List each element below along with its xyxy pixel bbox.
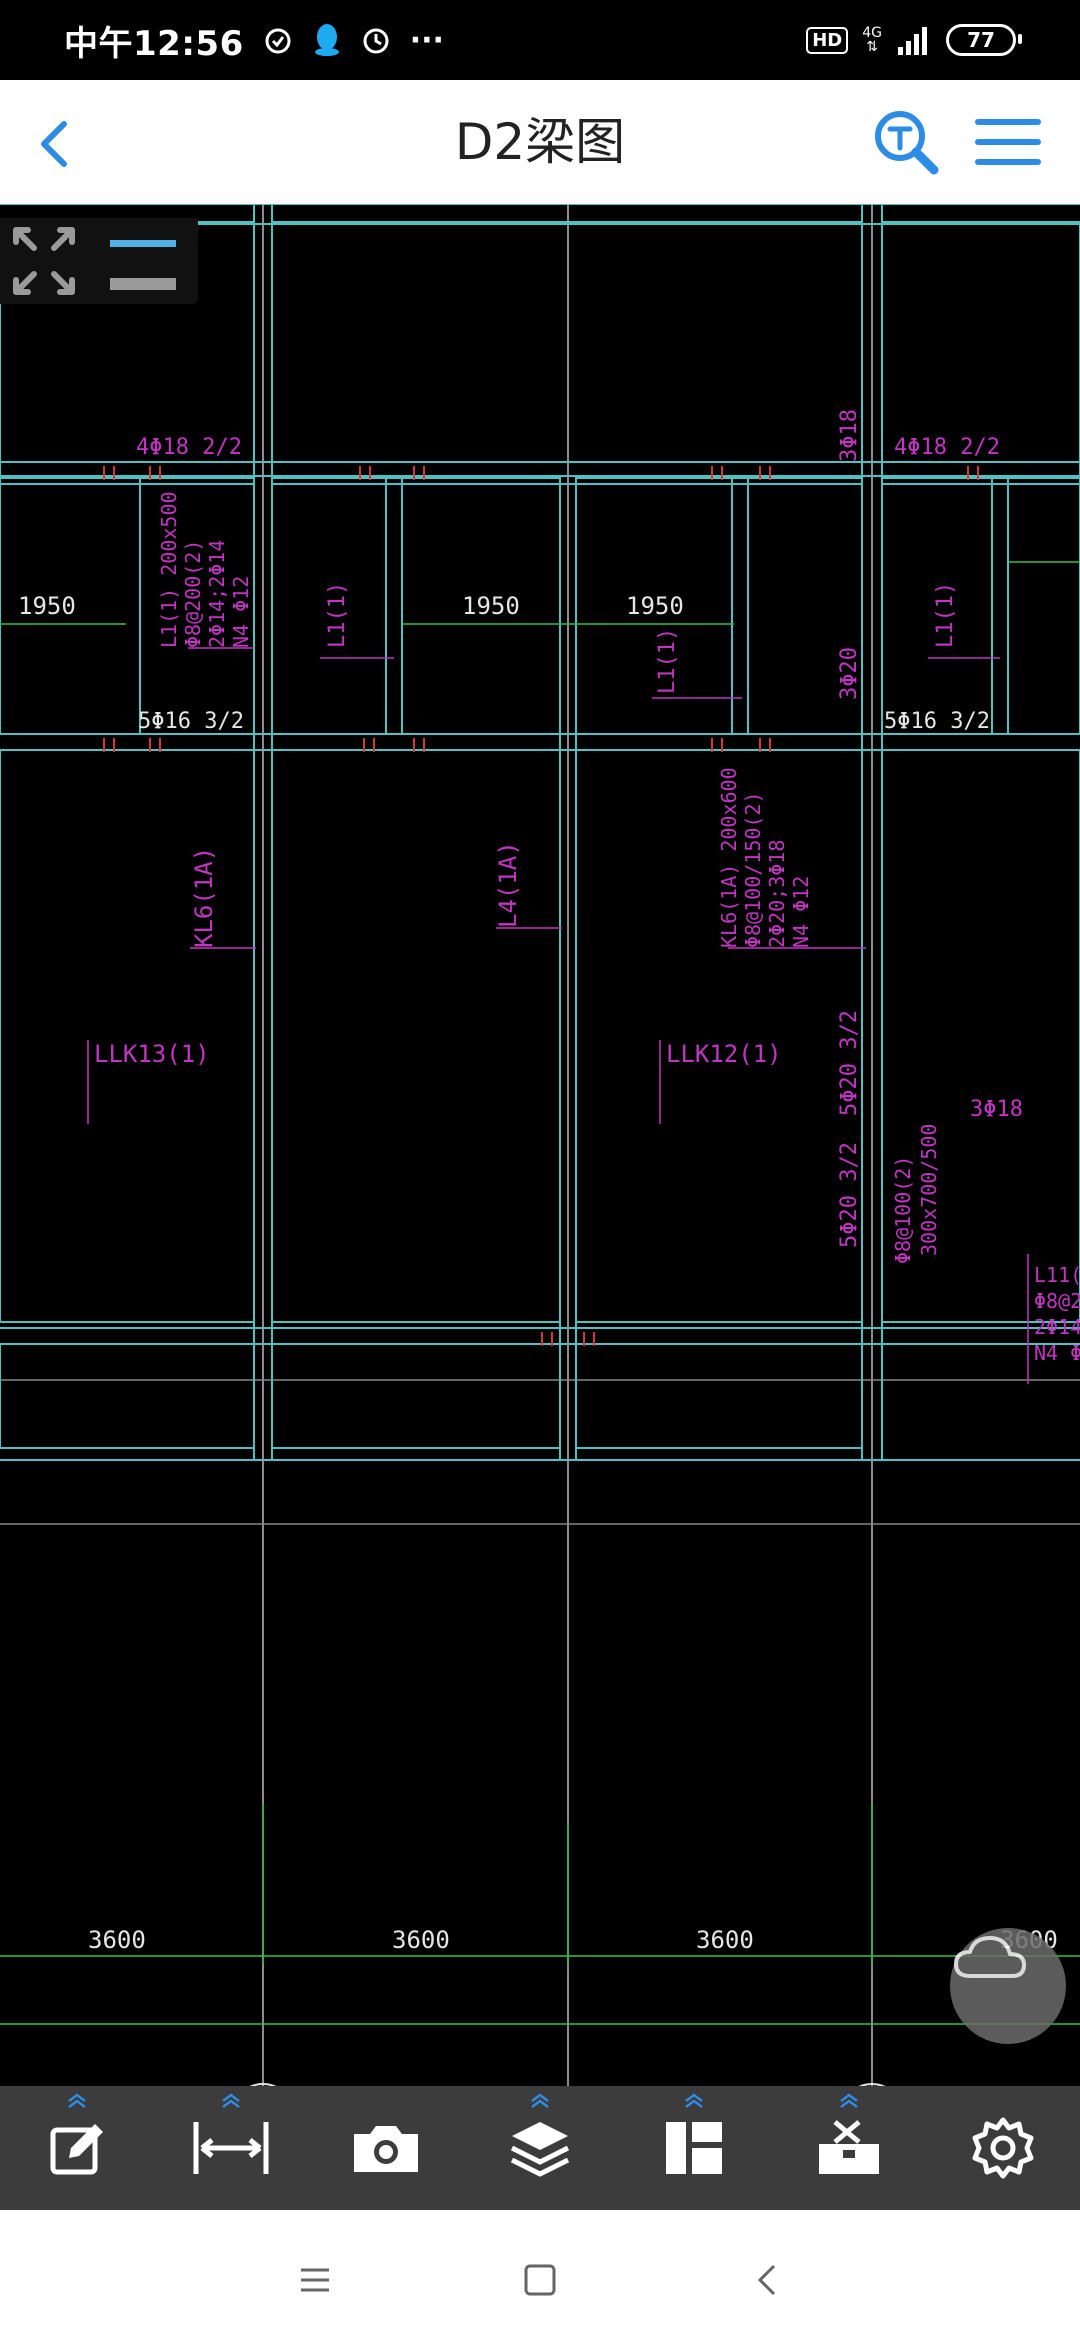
leader-lines [87,647,1029,1384]
network-indicator: 4G⇅ [862,25,882,55]
home-button[interactable] [510,2250,570,2310]
expand-up-icon [68,2093,86,2108]
zoom-controls [0,218,198,304]
back-triangle-icon [757,2264,776,2296]
text-search-icon [875,111,939,175]
beam-label: LLK13(1) [94,1040,210,1068]
axis-lines [0,204,1080,2086]
beam-spec-line: Φ8@100/150(2) [741,791,765,948]
more-notifications-icon: ··· [409,22,444,58]
beam-spec-line: 2Φ20;3Φ18 [765,840,789,948]
rebar-label: 4Φ18 2/2 [136,435,242,460]
drawing-canvas[interactable]: 1950 1950 1950 3600 3600 3600 3600 5Φ16 … [0,204,1080,2086]
dimension-label: 1950 [18,592,76,620]
rebar-label: 5Φ20 3/2 [837,1142,862,1248]
camera-icon [353,2126,418,2172]
back-button[interactable] [20,102,100,182]
expand-up-icon [839,2093,858,2108]
clock-icon [363,28,389,54]
status-icons-left: ··· [262,23,444,58]
rebar-label: 3Φ18 [837,409,862,462]
dimension-label: 3600 [392,1926,450,1954]
dimension-texts: 1950 1950 1950 3600 3600 3600 3600 5Φ16 … [18,592,1058,1954]
status-bar: 中午12:56 ··· HD 4G⇅ 77 [0,0,1080,80]
menu-button[interactable] [968,102,1048,182]
rebar-label: 3Φ18 [970,1097,1023,1122]
toolbox-icon [818,2120,879,2174]
rebar-label: 5Φ16 3/2 [884,709,990,734]
layers-tool-button[interactable] [463,2086,617,2210]
beam-spec-line: 300x700/500 [917,1124,941,1256]
beam-spec-line: Φ8@200(2) [181,540,205,648]
rebar-label: 3Φ20 [837,647,862,700]
expand-up-icon [531,2093,549,2108]
measure-icon [193,2122,269,2174]
dimension-label: 1950 [462,592,520,620]
layout-tool-button[interactable] [617,2086,771,2210]
beam-spec-line: KL6(1A) 200x600 [717,767,741,948]
beam-label: L4(1A) [494,841,522,928]
dimension-label: 3600 [88,1926,146,1954]
beam-annotations: 4Φ18 2/2 4Φ18 2/2 3Φ18 3Φ20 3Φ18 5Φ20 3/… [94,409,1080,1365]
beam-drawing[interactable]: 1950 1950 1950 3600 3600 3600 3600 5Φ16 … [0,204,1080,2086]
alarm-icon [265,28,291,54]
beam-spec-line: L1(1) 200x500 [157,491,181,648]
text-search-button[interactable] [866,102,946,182]
square-icon [524,2264,556,2296]
expand-up-icon [685,2093,704,2108]
layers-icon [510,2122,570,2177]
beam-spec-line: Φ8@100(2) [891,1156,915,1264]
qq-icon [314,24,339,56]
recent-apps-button[interactable] [285,2250,345,2310]
expand-up-icon [222,2093,241,2108]
measure-tool-button[interactable] [154,2086,308,2210]
axis-bubbles [249,2083,886,2086]
edit-tool-button[interactable] [0,2086,154,2210]
beam-label: KL6(1A) [190,847,218,948]
beam-spec-line: N4 Φ12 [229,576,253,648]
menu-lines-icon [301,2268,329,2292]
nav-back-button[interactable] [738,2250,798,2310]
camera-tool-button[interactable] [309,2086,463,2210]
battery-indicator: 77 [946,24,1022,56]
beam-label: L1(1) [655,628,680,694]
beam-label: L1(1) [325,582,350,648]
cloud-sync-button[interactable] [950,1928,1066,2044]
status-time: 中午12:56 [64,23,244,64]
back-arrow-icon [41,121,67,167]
gear-icon [972,2117,1034,2179]
layout-icon [666,2122,723,2174]
beam-spec-line: L11(8 [1034,1263,1080,1287]
cloud-icon [954,1936,1026,1978]
hamburger-menu-icon [975,119,1041,165]
rebar-label: 5Φ20 3/2 [837,1010,862,1116]
dimension-label: 1950 [626,592,684,620]
rebar-label: 4Φ18 2/2 [894,435,1000,460]
beam-label: L1(1) [933,582,958,648]
settings-tool-button[interactable] [926,2086,1080,2210]
system-nav-bar [0,2210,1080,2340]
tools-tool-button[interactable] [771,2086,925,2210]
beam-spec-line: Φ8@2 [1034,1289,1080,1313]
edit-icon [50,2124,104,2175]
beam-spec-line: N4 Φ12 [789,876,813,948]
rebar-ticks [103,466,979,1346]
beam-outlines [0,204,1080,1461]
rebar-label: 5Φ16 3/2 [138,709,244,734]
dimension-label: 3600 [696,1926,754,1954]
beam-label: LLK12(1) [666,1040,782,1068]
bottom-toolbar [0,2086,1080,2210]
dimension-lines [0,561,1080,2025]
beam-spec-line: 2Φ14 [1034,1315,1080,1339]
signal-icon [898,27,927,55]
app-header: D2梁图 [0,80,1080,204]
expand-view-icon[interactable] [0,218,198,304]
hd-badge: HD [806,26,849,54]
beam-spec-line: 2Φ14;2Φ14 [205,540,229,648]
beam-spec-line: N4 Φ1 [1034,1341,1080,1365]
